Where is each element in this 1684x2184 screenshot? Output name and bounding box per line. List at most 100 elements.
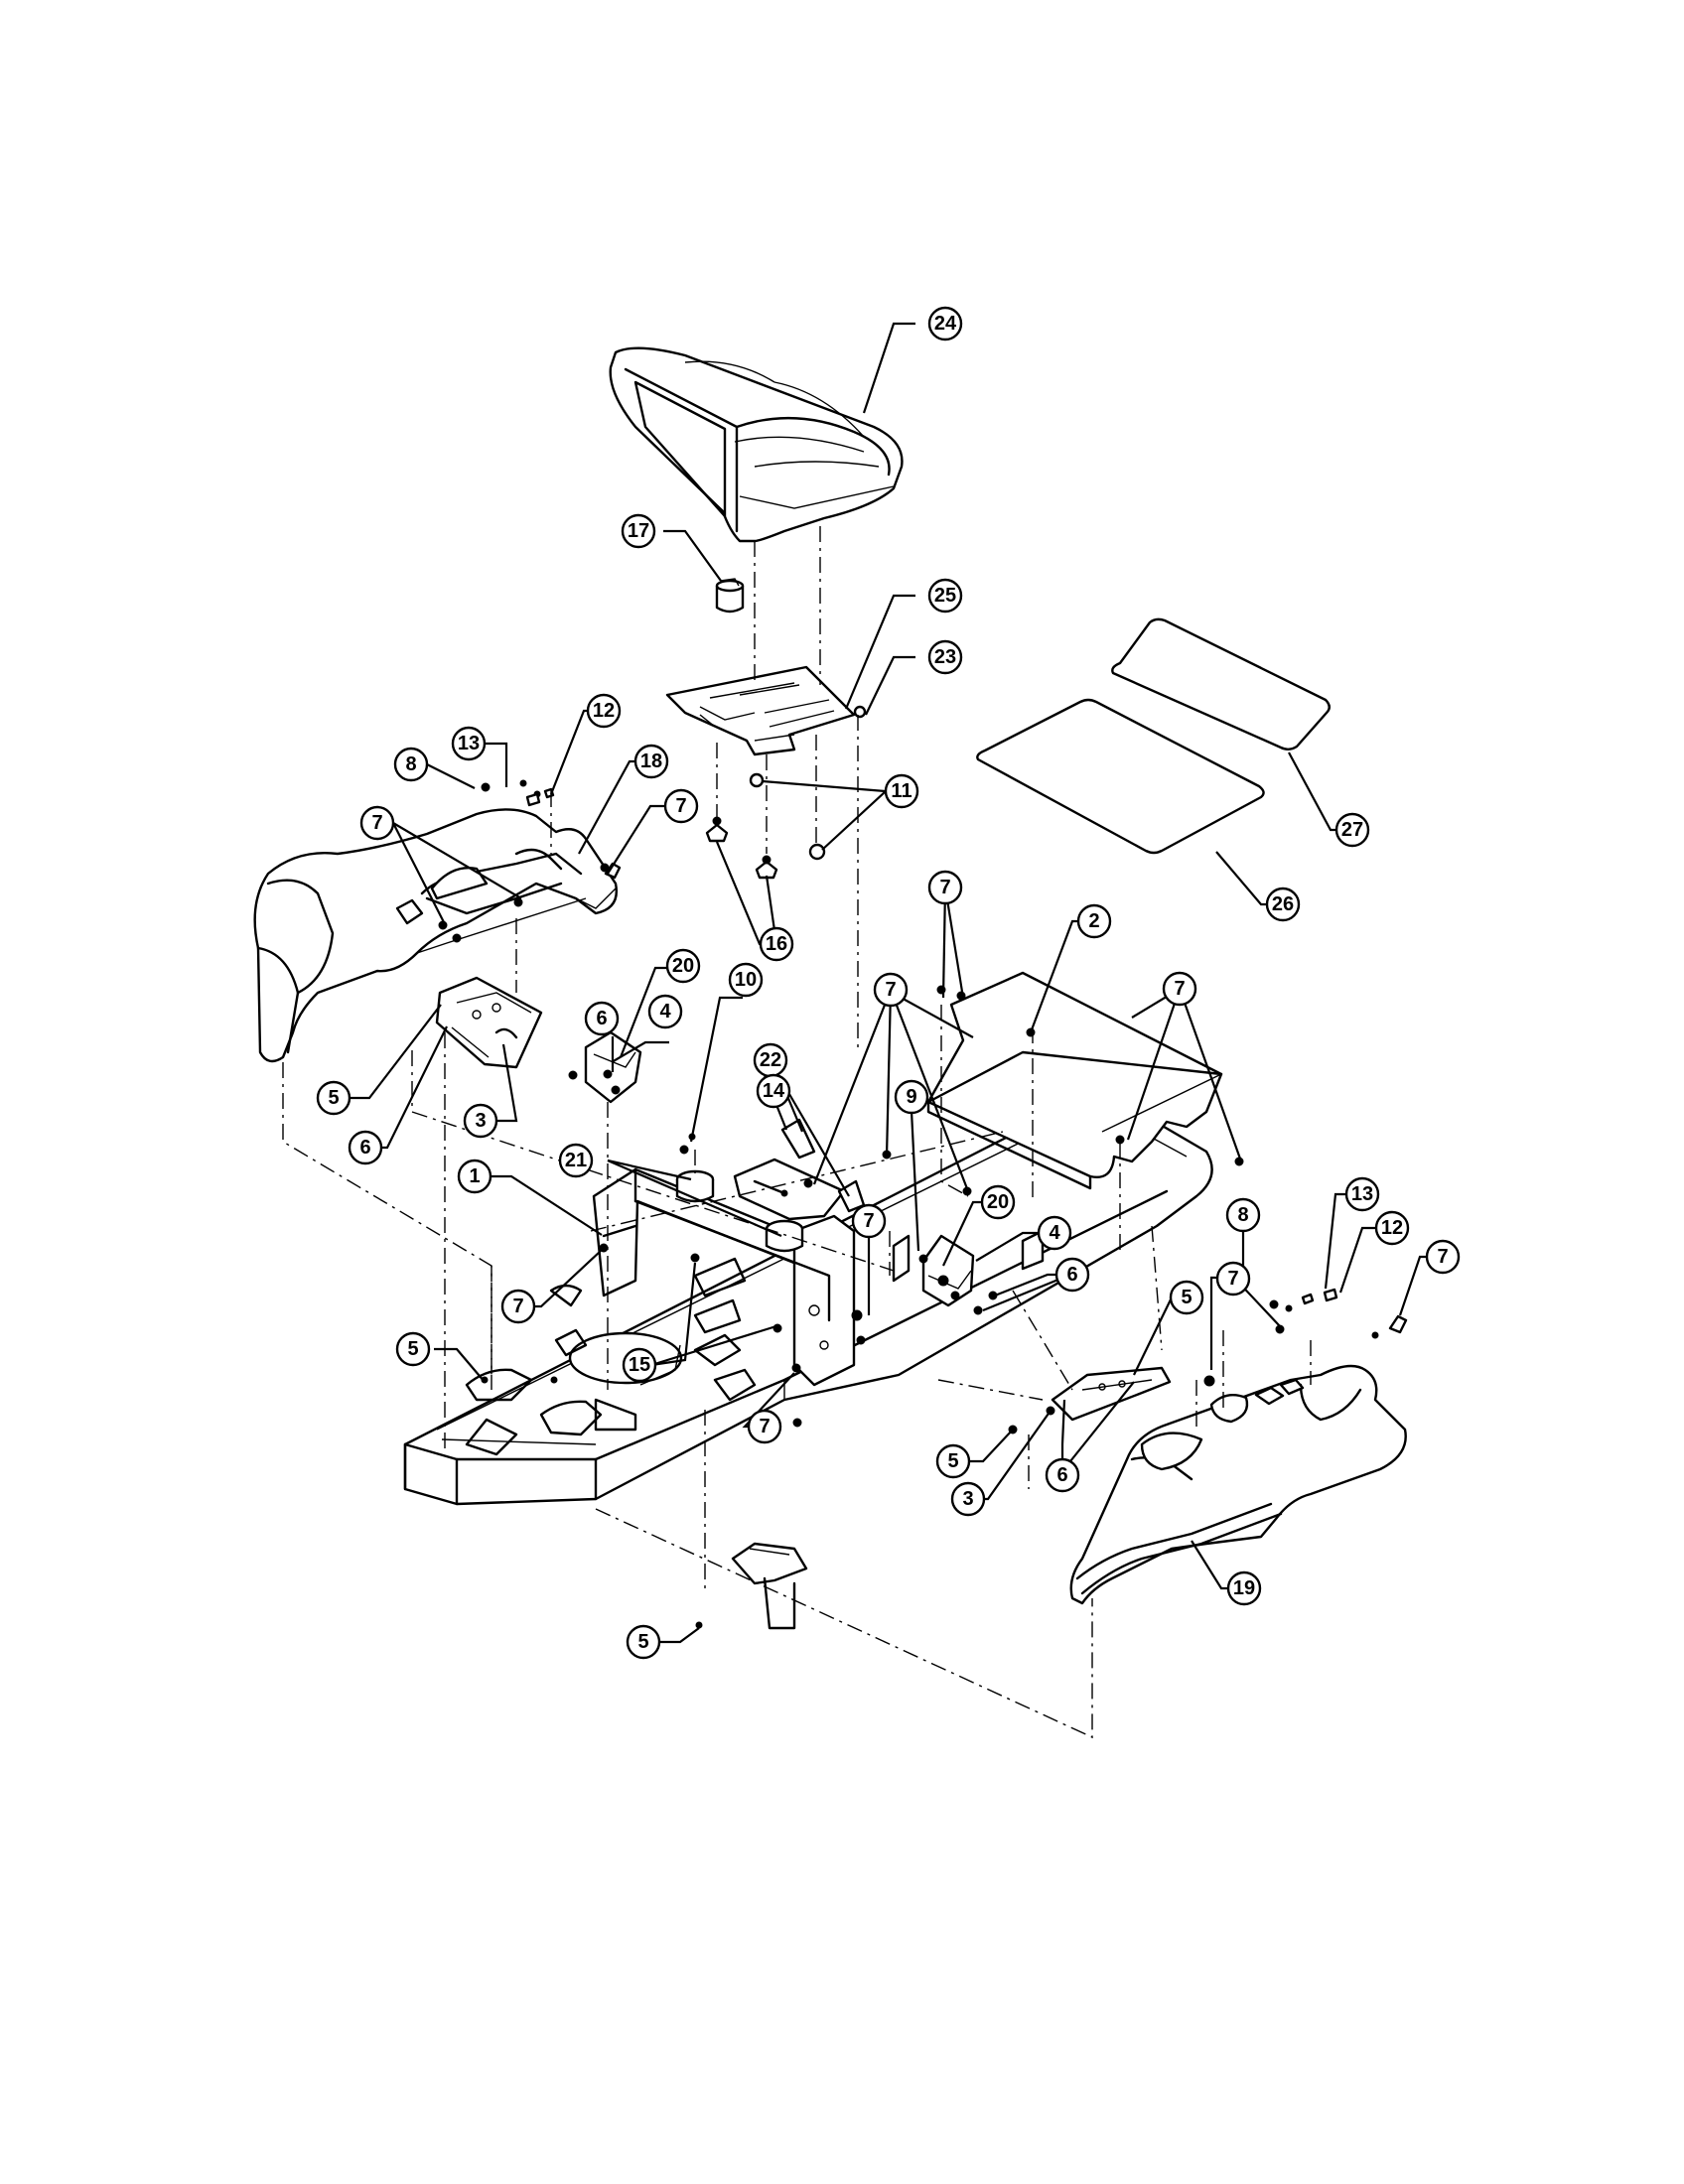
callout-7: 7: [359, 805, 395, 841]
callout-number: 7: [675, 795, 686, 817]
callout-circle: [451, 726, 487, 761]
callout-27: 27: [1334, 812, 1370, 848]
callout-19: 19: [1226, 1570, 1262, 1606]
callout-circle: [927, 870, 963, 905]
callout-circle: [395, 1331, 431, 1367]
callout-13: 13: [451, 726, 487, 761]
callout-12: 12: [586, 693, 622, 729]
callout-number: 4: [659, 1001, 671, 1023]
callout-circle: [884, 773, 919, 809]
callout-number: 17: [628, 520, 649, 542]
callout-11: 11: [884, 773, 919, 809]
callout-number: 7: [939, 877, 950, 898]
callout-number: 6: [596, 1008, 607, 1029]
callout-circle: [1344, 1176, 1380, 1212]
callout-5: 5: [935, 1443, 971, 1479]
callout-circle: [626, 1624, 661, 1660]
callout-number: 7: [1174, 978, 1185, 1000]
callout-7: 7: [873, 972, 909, 1008]
right-fender-hardware: [1301, 1288, 1408, 1334]
callout-number: 13: [458, 733, 480, 754]
callout-circle: [621, 513, 656, 549]
left-fender-bracket: [435, 976, 543, 1069]
callout-number: 23: [934, 646, 956, 668]
callout-circle: [633, 744, 669, 779]
left-fender-hardware: [525, 787, 622, 880]
callout-5: 5: [316, 1080, 351, 1116]
callout-number: 25: [934, 585, 956, 607]
callout-6: 6: [1054, 1257, 1090, 1293]
callout-circle: [500, 1289, 536, 1324]
left-fender: [253, 808, 618, 1063]
callout-circle: [316, 1080, 351, 1116]
callout-number: 7: [885, 979, 896, 1001]
callout-circle: [747, 1409, 782, 1444]
callout-5: 5: [626, 1624, 661, 1660]
callout-number: 21: [565, 1150, 587, 1171]
callout-number: 19: [1233, 1577, 1255, 1599]
callout-6: 6: [584, 1001, 620, 1036]
callout-8: 8: [1225, 1197, 1261, 1233]
callout-number: 8: [405, 753, 416, 775]
callout-17: 17: [621, 513, 656, 549]
callout-15: 15: [622, 1347, 657, 1383]
callout-7: 7: [747, 1409, 782, 1444]
deck-plate: [926, 971, 1223, 1190]
callout-circle: [873, 972, 909, 1008]
callout-circle: [756, 1073, 791, 1109]
callout-6: 6: [1045, 1457, 1080, 1493]
callout-number: 5: [1181, 1287, 1192, 1308]
callout-circle: [1162, 971, 1197, 1007]
callout-number: 5: [637, 1631, 648, 1653]
callout-2: 2: [1076, 903, 1112, 939]
callout-number: 6: [1066, 1264, 1077, 1286]
callout-number: 26: [1272, 893, 1294, 915]
callout-circle: [348, 1130, 383, 1165]
callout-number: 10: [735, 969, 757, 991]
callout-circle: [1425, 1239, 1461, 1275]
callout-16: 16: [759, 926, 794, 962]
callout-26: 26: [1265, 887, 1301, 922]
seat-alignment-lines: [716, 526, 859, 1052]
callout-circle: [927, 306, 963, 341]
callout-number: 7: [759, 1416, 770, 1437]
callout-4: 4: [1037, 1215, 1072, 1251]
callout-number: 6: [1056, 1464, 1067, 1486]
alignment-lines: [282, 791, 1312, 1739]
callout-22: 22: [753, 1042, 788, 1078]
callout-circle: [1169, 1280, 1204, 1315]
callout-9: 9: [894, 1079, 929, 1115]
callout-7: 7: [663, 788, 699, 824]
callout-circle: [1037, 1215, 1072, 1251]
callout-18: 18: [633, 744, 669, 779]
callout-5: 5: [395, 1331, 431, 1367]
callout-number: 18: [640, 751, 662, 772]
callout-25: 25: [927, 578, 963, 614]
callout-number: 7: [371, 812, 382, 834]
callout-circle: [927, 639, 963, 675]
callout-number: 3: [475, 1110, 486, 1132]
callout-5: 5: [1169, 1280, 1204, 1315]
right-fender-bracket: [1051, 1366, 1172, 1422]
callout-number: 5: [328, 1087, 339, 1109]
callout-number: 7: [1227, 1268, 1238, 1290]
callout-circle: [1215, 1261, 1251, 1297]
callout-number: 7: [863, 1210, 874, 1232]
callout-circle: [457, 1159, 492, 1194]
callout-circle: [584, 1001, 620, 1036]
callout-8: 8: [393, 747, 429, 782]
callout-24: 24: [927, 306, 963, 341]
callout-number: 12: [593, 700, 615, 722]
callout-circle: [663, 788, 699, 824]
callout-number: 12: [1381, 1217, 1403, 1239]
seat-hardware: [705, 705, 867, 880]
callout-21: 21: [558, 1143, 594, 1178]
callout-circle: [950, 1481, 986, 1517]
callout-7: 7: [851, 1203, 887, 1239]
callout-7: 7: [1215, 1261, 1251, 1297]
callout-13: 13: [1344, 1176, 1380, 1212]
callout-number: 9: [906, 1086, 916, 1108]
callout-circle: [586, 693, 622, 729]
callout-number: 1: [469, 1165, 480, 1187]
